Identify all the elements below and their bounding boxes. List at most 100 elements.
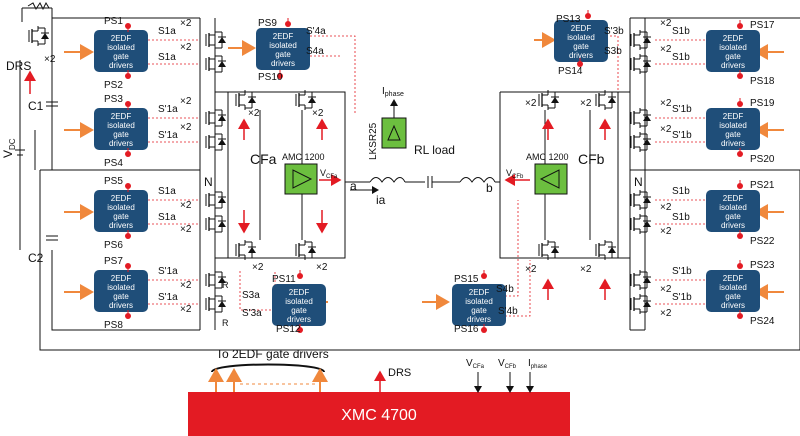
node-a-label: a bbox=[350, 179, 357, 193]
gate-signal-label: S'1b bbox=[672, 130, 692, 141]
gate-signal-label: S'1b bbox=[672, 104, 692, 115]
gate-driver-text: gate bbox=[113, 292, 129, 301]
ps-label: PS10 bbox=[258, 72, 283, 83]
gate-driver-text: drivers bbox=[721, 61, 745, 70]
gate-driver-text: drivers bbox=[109, 221, 133, 230]
gate-signal-label: S1a bbox=[158, 186, 176, 197]
xmc-vcfa-label: VCFa bbox=[466, 358, 485, 370]
svg-text:×2: ×2 bbox=[660, 44, 672, 55]
gate-signal-label: S'4b bbox=[498, 306, 518, 317]
gate-driver-text: isolated bbox=[107, 43, 135, 52]
gate-driver-text: gate bbox=[275, 50, 291, 59]
ps-label: PS12 bbox=[276, 324, 301, 335]
svg-text:×2: ×2 bbox=[180, 224, 192, 235]
svg-text:×2: ×2 bbox=[180, 18, 192, 29]
gate-driver-text: gate bbox=[725, 52, 741, 61]
ps-label: PS22 bbox=[750, 236, 775, 247]
gate-driver-text: 2EDF bbox=[111, 194, 132, 203]
left-r-label: R bbox=[222, 318, 229, 328]
gate-driver-text: drivers bbox=[721, 139, 745, 148]
gate-signal-label: S'3b bbox=[604, 26, 624, 37]
right-n-label: N bbox=[634, 175, 643, 189]
gate-signal-label: S'3a bbox=[242, 308, 262, 319]
gate-signal-label: S'1b bbox=[672, 266, 692, 277]
cfb-x2-a: ×2 bbox=[525, 98, 537, 109]
xmc-controller-box bbox=[188, 392, 570, 436]
svg-text:×2: ×2 bbox=[660, 98, 672, 109]
gate-signal-label: S1a bbox=[158, 52, 176, 63]
c2-label: C2 bbox=[28, 251, 44, 265]
lksr-label: LKSR25 bbox=[368, 122, 379, 160]
to-gate-drivers-label: To 2EDF gate drivers bbox=[216, 347, 329, 361]
ps-label: PS13 bbox=[556, 14, 581, 25]
ps-label: PS6 bbox=[104, 240, 123, 251]
ps-label: PS24 bbox=[750, 316, 775, 327]
ps-label: PS3 bbox=[104, 94, 123, 105]
gate-signal-label: S3b bbox=[604, 46, 622, 57]
svg-text:×2: ×2 bbox=[660, 226, 672, 237]
gate-driver-text: isolated bbox=[107, 283, 135, 292]
svg-text:×2: ×2 bbox=[180, 42, 192, 53]
gate-driver-text: gate bbox=[113, 130, 129, 139]
node-b-label: b bbox=[486, 181, 493, 195]
cfb-x2-b: ×2 bbox=[580, 98, 592, 109]
left-bridge-switches bbox=[205, 29, 227, 315]
ia-label: ia bbox=[376, 193, 386, 207]
gate-driver-text: gate bbox=[471, 306, 487, 315]
drs-x2-label: ×2 bbox=[44, 54, 56, 65]
ps-label: PS14 bbox=[558, 66, 583, 77]
ps-label: PS18 bbox=[750, 76, 775, 87]
lksr-sensor bbox=[381, 117, 407, 149]
gate-driver-text: 2EDF bbox=[723, 112, 744, 121]
svg-text:×2: ×2 bbox=[180, 200, 192, 211]
gate-driver-text: isolated bbox=[719, 43, 747, 52]
gate-signal-label: S3a bbox=[242, 290, 260, 301]
gate-driver-text: drivers bbox=[467, 315, 491, 324]
svg-text:×2: ×2 bbox=[180, 122, 192, 133]
svg-text:×2: ×2 bbox=[660, 284, 672, 295]
ps-label: PS16 bbox=[454, 324, 479, 335]
gate-driver-text: gate bbox=[725, 130, 741, 139]
gate-signal-label: S'4a bbox=[306, 26, 326, 37]
gate-driver-text: gate bbox=[113, 52, 129, 61]
amc-a-box bbox=[284, 163, 318, 195]
gate-driver-text: 2EDF bbox=[111, 34, 132, 43]
cfa-x2-d: ×2 bbox=[316, 262, 328, 273]
svg-text:×2: ×2 bbox=[180, 280, 192, 291]
gate-driver-text: gate bbox=[113, 212, 129, 221]
gate-driver-text: 2EDF bbox=[289, 288, 310, 297]
gate-driver-text: isolated bbox=[107, 203, 135, 212]
gate-driver-text: isolated bbox=[719, 121, 747, 130]
xmc-vcfb-label: VCFb bbox=[498, 358, 517, 370]
gate-signal-label: S4b bbox=[496, 284, 514, 295]
cfa-v-label: VCFa bbox=[320, 168, 338, 180]
ps-label: PS11 bbox=[272, 274, 296, 285]
gate-driver-text: 2EDF bbox=[723, 274, 744, 283]
gate-driver-text: gate bbox=[291, 306, 307, 315]
gate-driver-text: isolated bbox=[465, 297, 493, 306]
xmc-drs-label: DRS bbox=[388, 367, 411, 379]
gate-driver-text: 2EDF bbox=[723, 194, 744, 203]
gate-signal-label: S1b bbox=[672, 26, 690, 37]
gate-driver-text: 2EDF bbox=[111, 112, 132, 121]
control-arrows bbox=[24, 70, 611, 300]
xmc-iphase-label: Iphase bbox=[528, 358, 548, 370]
gate-signal-lines bbox=[148, 35, 705, 317]
gate-driver-text: isolated bbox=[285, 297, 313, 306]
gate-driver-text: 2EDF bbox=[571, 24, 592, 33]
gate-driver-text: isolated bbox=[107, 121, 135, 130]
gate-driver-text: 2EDF bbox=[723, 34, 744, 43]
gate-signal-label: S'1a bbox=[158, 292, 178, 303]
gate-driver-text: isolated bbox=[567, 33, 595, 42]
gate-driver-text: drivers bbox=[287, 315, 311, 324]
ps-label: PS5 bbox=[104, 176, 123, 187]
gate-driver-boxes: 2EDFisolatedgatedrivers2EDFisolatedgated… bbox=[94, 20, 760, 326]
